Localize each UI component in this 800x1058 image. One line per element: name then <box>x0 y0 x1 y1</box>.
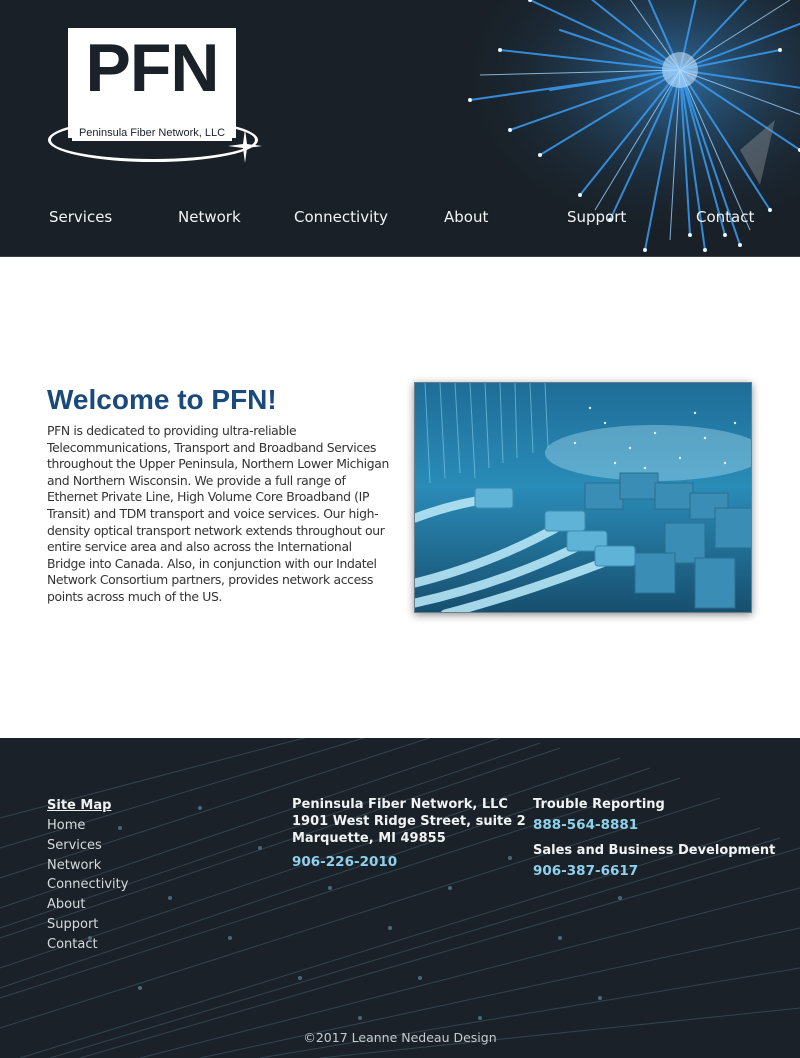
logo-ellipse <box>48 118 258 162</box>
site-header: PFN Peninsula Fiber Network, LLC Service… <box>0 0 800 257</box>
page-title: Welcome to PFN! <box>47 384 277 415</box>
contacts-column: Trouble Reporting 888-564-8881 Sales and… <box>533 796 775 880</box>
sitemap-link-support[interactable]: Support <box>47 916 99 932</box>
sparkle-icon <box>228 129 262 163</box>
sitemap-link-network[interactable]: Network <box>47 857 102 873</box>
address-column: Peninsula Fiber Network, LLC 1901 West R… <box>292 796 526 871</box>
site-footer: Site Map Home Services Network Connectiv… <box>0 738 800 1058</box>
sitemap-link-connectivity[interactable]: Connectivity <box>47 877 129 893</box>
fiber-optic-burst-graphic <box>440 0 800 256</box>
main-phone-link[interactable]: 906-226-2010 <box>292 854 398 870</box>
trouble-reporting-phone[interactable]: 888-564-8881 <box>533 817 639 833</box>
street-address: 1901 West Ridge Street, suite 2 <box>292 814 526 829</box>
fiber-lines-background <box>0 738 800 1058</box>
trouble-reporting-label: Trouble Reporting <box>533 797 665 812</box>
sales-label: Sales and Business Development <box>533 843 776 858</box>
main-nav: Services Network Connectivity About Supp… <box>0 200 800 236</box>
copyright: ©2017 Leanne Nedeau Design <box>303 1030 497 1045</box>
nav-network[interactable]: Network <box>178 208 241 226</box>
nav-services[interactable]: Services <box>49 208 113 226</box>
pfn-logo[interactable]: PFN Peninsula Fiber Network, LLC <box>46 26 266 171</box>
nav-contact[interactable]: Contact <box>696 208 755 226</box>
sitemap-link-about[interactable]: About <box>47 897 86 913</box>
city-address: Marquette, MI 49855 <box>292 831 446 846</box>
nav-connectivity[interactable]: Connectivity <box>294 208 388 226</box>
sitemap-link-services[interactable]: Services <box>47 837 102 853</box>
nav-support[interactable]: Support <box>567 208 627 226</box>
logo-tagline: Peninsula Fiber Network, LLC <box>72 125 232 141</box>
logo-letters: PFN <box>85 30 220 106</box>
nav-about[interactable]: About <box>444 208 489 226</box>
company-name: Peninsula Fiber Network, LLC <box>292 797 508 812</box>
sitemap-title[interactable]: Site Map <box>47 798 112 813</box>
main-content: Welcome to PFN! PFN is dedicated to prov… <box>0 258 800 738</box>
sitemap-link-contact[interactable]: Contact <box>47 936 98 952</box>
sales-phone[interactable]: 906-387-6617 <box>533 863 639 879</box>
welcome-paragraph: PFN is dedicated to providing ultra-reli… <box>47 423 389 604</box>
sitemap-column: Site Map Home Services Network Connectiv… <box>47 796 128 955</box>
sitemap-link-home[interactable]: Home <box>47 818 86 833</box>
fiber-network-photo <box>414 382 752 613</box>
